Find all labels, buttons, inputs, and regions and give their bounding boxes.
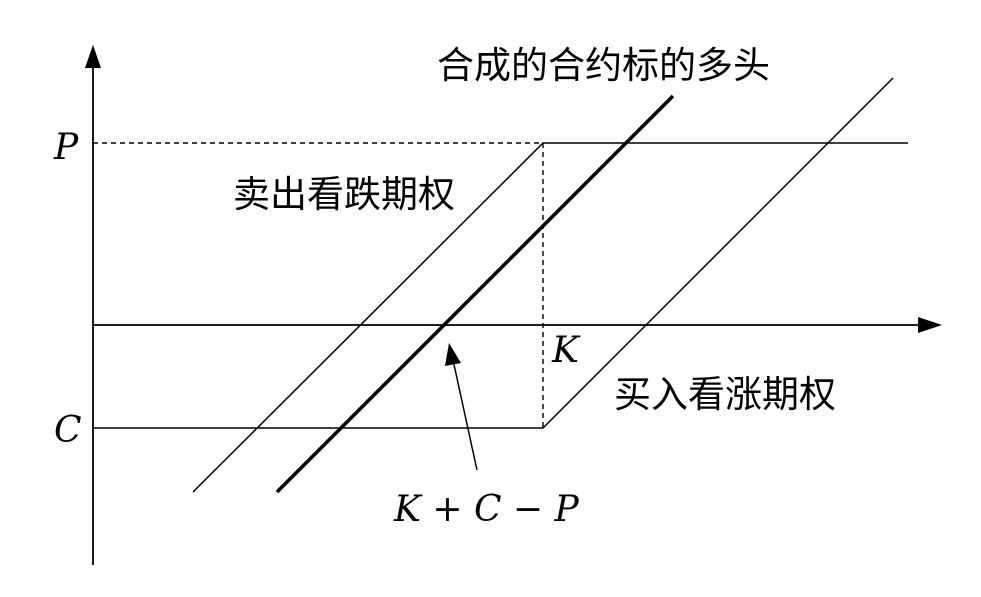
strike-expression-label: K + C − P xyxy=(393,489,580,530)
c-axis-label: C xyxy=(54,410,82,451)
short-put-label: 卖出看跌期权 xyxy=(233,173,455,216)
short-put-payoff-line xyxy=(192,142,908,493)
long-call-payoff-line xyxy=(93,77,894,429)
y-axis-arrowhead xyxy=(85,45,101,68)
p-axis-label: P xyxy=(53,127,79,168)
x-axis-arrowhead xyxy=(918,317,942,333)
k-label: K xyxy=(551,330,581,371)
synthetic-long-line xyxy=(275,94,675,494)
synthetic-long-label: 合成的合约标的多头 xyxy=(437,44,770,87)
intercept-pointer-line xyxy=(452,359,478,471)
long-call-label: 买入看涨期权 xyxy=(614,373,836,416)
intercept-pointer-arrowhead xyxy=(445,343,461,366)
